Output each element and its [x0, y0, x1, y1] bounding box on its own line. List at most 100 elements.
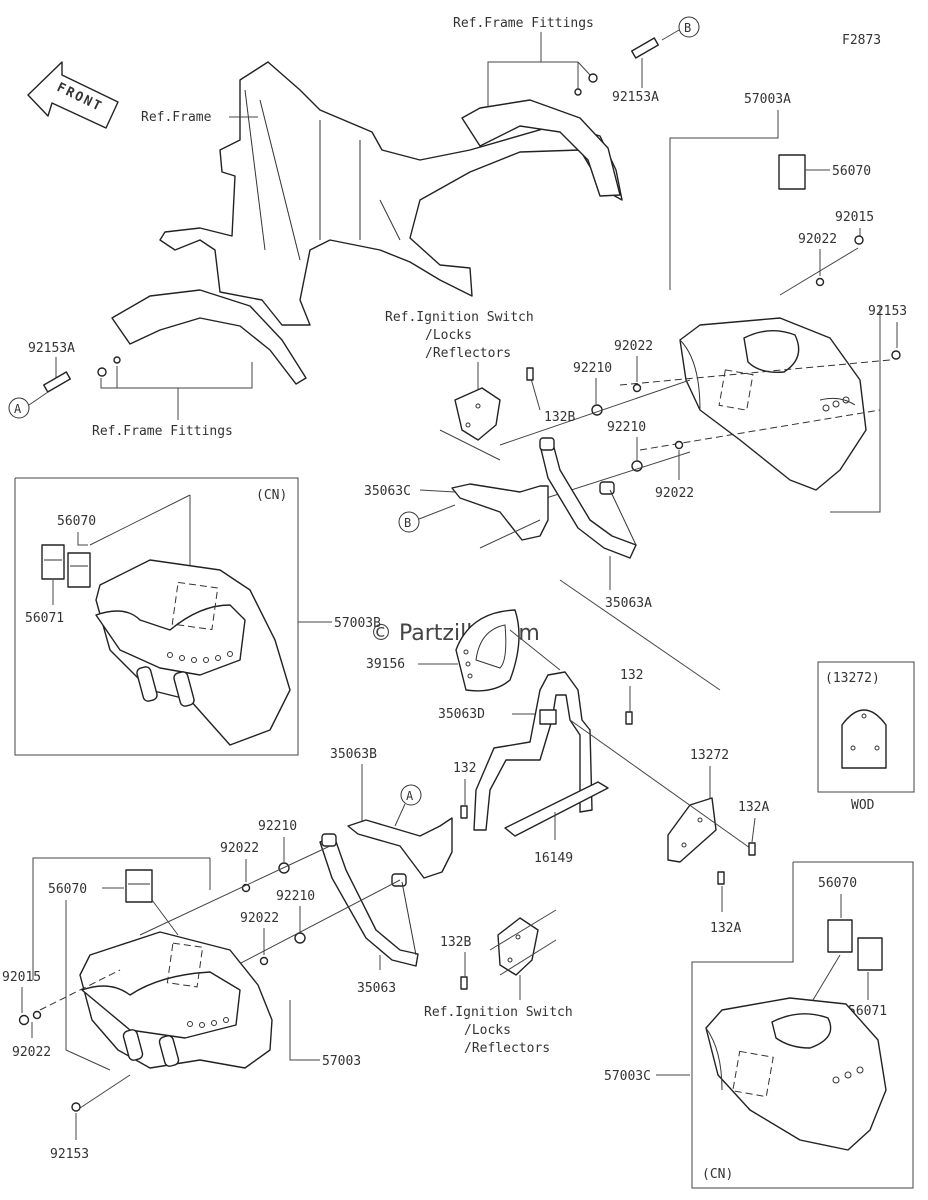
label-132b-top: 132B: [544, 410, 575, 425]
label-132-mid: 132: [453, 761, 476, 776]
label-56070-cn: 56070: [57, 514, 96, 529]
ref-ignition-bottom-1: Ref.Ignition Switch: [424, 1005, 573, 1020]
ref-frame-fittings-bottom: Ref.Frame Fittings: [92, 424, 233, 439]
label-92015-top: 92015: [835, 210, 874, 225]
label-92153-top: 92153: [868, 304, 907, 319]
nut-92210-bot2: [294, 932, 306, 944]
bolt-132a-2: [717, 871, 725, 885]
ref-frame-fittings-top: Ref.Frame Fittings: [453, 16, 594, 31]
svg-text:A: A: [406, 789, 414, 803]
stickers-cn-right: [827, 919, 883, 971]
saddlebag-57003b: [95, 559, 291, 746]
washer-92022-mid1: [632, 383, 642, 393]
ref-frame-label: Ref.Frame: [141, 110, 212, 125]
cn-label-right: (CN): [702, 1167, 733, 1182]
washer-92022-bot3: [32, 1010, 42, 1020]
label-57003a: 57003A: [744, 92, 791, 107]
nut-92015-bot: [18, 1014, 30, 1026]
label-92022-mid1: 92022: [614, 339, 653, 354]
saddlebag-57003c: [705, 997, 887, 1151]
plate-13272: [667, 797, 717, 863]
ref-ignition-top-2: /Locks: [425, 328, 472, 343]
label-92210-bot1: 92210: [258, 819, 297, 834]
ref-ignition-bottom-3: /Reflectors: [464, 1041, 550, 1056]
label-57003b: 57003B: [334, 616, 381, 631]
saddlebag-57003a: [679, 317, 867, 491]
label-92015-bot: 92015: [2, 970, 41, 985]
circle-marker-a-bottom: A: [400, 784, 422, 806]
washer-92022-bot2: [259, 956, 269, 966]
label-35063d: 35063D: [438, 707, 485, 722]
label-92153-bot: 92153: [50, 1147, 89, 1162]
nut-92210-mid2: [631, 460, 643, 472]
circle-marker-a-left: A: [8, 397, 30, 419]
bolt-132a-1: [748, 842, 756, 856]
saddlebag-57003: [79, 931, 273, 1069]
label-92022-bot3: 92022: [12, 1045, 51, 1060]
cn-box-right: (CN): [691, 861, 914, 1189]
label-92210-mid2: 92210: [607, 420, 646, 435]
svg-text:B: B: [404, 516, 411, 530]
label-13272: 13272: [690, 748, 729, 763]
label-92022-bot2: 92022: [240, 911, 279, 926]
figure-id: F2873: [842, 33, 881, 48]
washer-92022-top: [815, 277, 825, 287]
bolt-132-top: [625, 711, 633, 725]
wod-box: (13272) WOD: [817, 661, 915, 813]
bar-16149: [504, 781, 609, 837]
ref-ignition-top-1: Ref.Ignition Switch: [385, 310, 534, 325]
ignition-bracket-top: [454, 387, 501, 441]
label-132-top: 132: [620, 668, 643, 683]
label-92210-mid1: 92210: [573, 361, 612, 376]
svg-text:B: B: [684, 21, 691, 35]
label-92153a-left: 92153A: [28, 341, 75, 356]
cn-label-left: (CN): [256, 488, 287, 503]
rail-35063a: [539, 437, 637, 559]
label-56071-cn: 56071: [25, 611, 64, 626]
label-56070-cn2: 56070: [818, 876, 857, 891]
circle-marker-b-top: B: [678, 16, 700, 38]
label-56070-top: 56070: [832, 164, 871, 179]
frame-drawing: [111, 61, 623, 385]
bolt-92153-top: [891, 350, 901, 360]
bracket-35063b: [347, 817, 453, 879]
ignition-bracket-bottom: [497, 917, 539, 976]
front-arrow-icon: FRONT: [27, 61, 119, 129]
label-57003: 57003: [322, 1054, 361, 1069]
label-92022-top: 92022: [798, 232, 837, 247]
circle-marker-b-mid: B: [398, 511, 420, 533]
label-132a-1: 132A: [738, 800, 769, 815]
nut-92015-top: [854, 235, 864, 245]
stickers-cn-left: [41, 544, 91, 588]
ref-ignition-top-3: /Reflectors: [425, 346, 511, 361]
label-35063: 35063: [357, 981, 396, 996]
label-56070-bot: 56070: [48, 882, 87, 897]
label-132b-bot: 132B: [440, 935, 471, 950]
svg-text:A: A: [14, 402, 22, 416]
pad-39156: [455, 609, 520, 692]
label-57003c: 57003C: [604, 1069, 651, 1084]
bracket-35063c: [451, 483, 549, 541]
label-35063b: 35063B: [330, 747, 377, 762]
label-35063c: 35063C: [364, 484, 411, 499]
sticker-56070-top: [778, 154, 806, 190]
bolt-92153a-left: [43, 356, 121, 393]
wod-label: WOD: [851, 798, 875, 813]
cn-box-left: (CN): [14, 477, 299, 756]
label-92153a-top: 92153A: [612, 90, 659, 105]
bolt-132-mid: [460, 805, 468, 819]
sticker-56070-bot: [125, 869, 153, 903]
label-35063a: 35063A: [605, 596, 652, 611]
label-92022-mid2: 92022: [655, 486, 694, 501]
bolt-132b-top: [526, 367, 534, 381]
label-92210-bot2: 92210: [276, 889, 315, 904]
ref-ignition-bottom-2: /Locks: [464, 1023, 511, 1038]
label-56071-cn2: 56071: [848, 1004, 887, 1019]
backrest-35063d: [473, 671, 593, 831]
label-132a-2: 132A: [710, 921, 741, 936]
wod-code: (13272): [825, 671, 880, 686]
label-39156: 39156: [366, 657, 405, 672]
rail-35063: [319, 833, 419, 967]
label-16149: 16149: [534, 851, 573, 866]
